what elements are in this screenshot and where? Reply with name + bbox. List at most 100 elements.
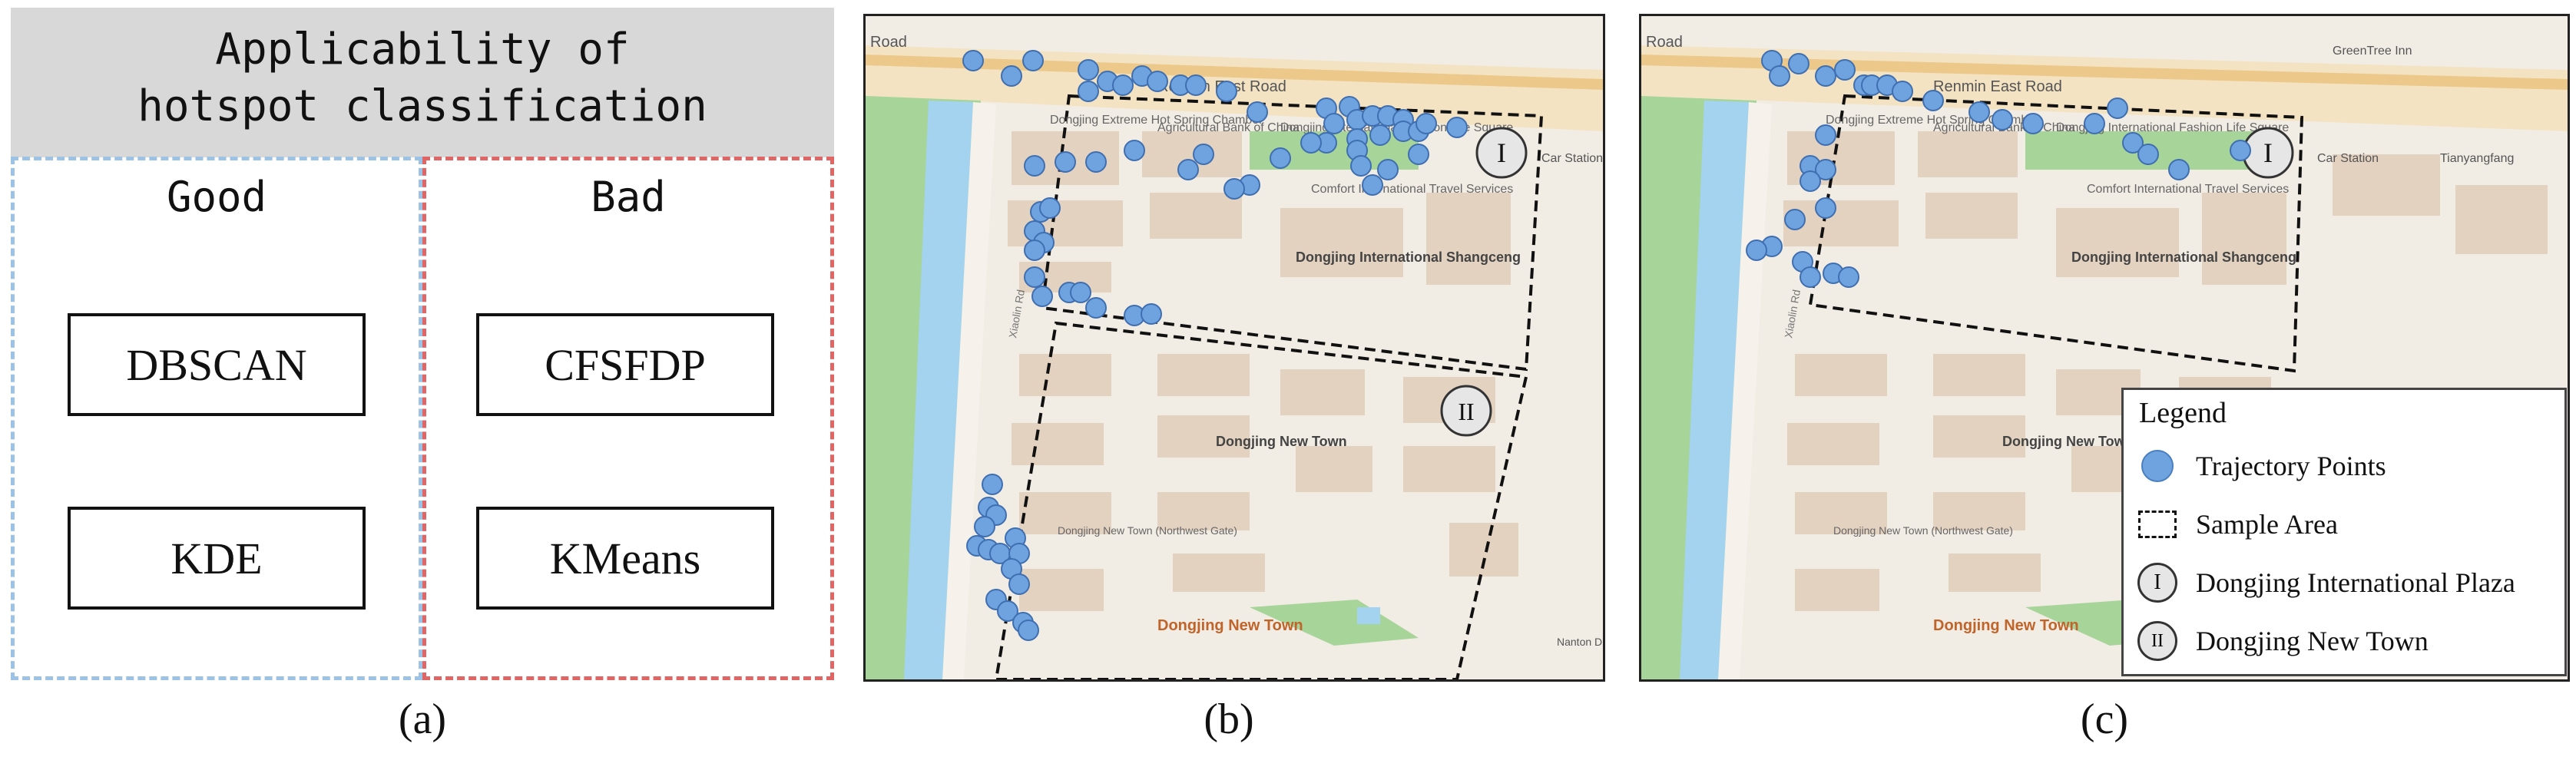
dashed-rectangle-icon [2134,501,2180,547]
trajectory-point [1922,90,1944,111]
panel-a-header [11,8,834,157]
trajectory-point [1992,109,2013,131]
trajectory-point [1216,81,1237,102]
trajectory-point [1408,144,1429,165]
bad-label: Bad [591,173,666,221]
trajectory-point [1223,178,1245,200]
trajectory-point [1022,50,1044,71]
trajectory-point [1185,74,1207,96]
legend-item-trajectory: Trajectory Points [2124,439,2569,493]
trajectory-point [1008,573,1030,595]
marker-2-b [1440,385,1492,437]
legend-label-sample-area: Sample Area [2196,509,2338,540]
legend-label-new-town: Dongjing New Town [2196,626,2429,656]
trajectory-point [1746,240,1767,261]
trajectory-point [1815,124,1836,146]
map-b-label-hot-spring: Dongjing Extreme Hot Spring Chamber [1050,114,1263,127]
trajectory-point [1018,620,1039,641]
trajectory-point [2168,159,2190,180]
trajectory-point [1784,209,1806,230]
trajectory-point [1078,81,1099,102]
trajectory-point [1369,124,1391,146]
trajectory-point [1350,155,1372,177]
trajectory-point [1085,297,1107,319]
trajectory-point [1815,65,1836,87]
map-panel-b: Road Renmin East Road Dongjing Extreme H… [863,14,1605,682]
legend-label-plaza: Dongjing International Plaza [2196,567,2515,598]
map-c-label-greentree: GreenTree Inn [2333,45,2412,58]
trajectory-point [1446,117,1468,138]
trajectory-point [1800,266,1821,288]
trajectory-point [1300,132,1322,154]
trajectory-point [1070,282,1091,303]
roman-numeral-1-icon: I [2134,560,2180,606]
trajectory-point [1968,101,1990,123]
legend-item-plaza: I Dongjing International Plaza [2124,556,2569,610]
trajectory-point [2230,140,2251,161]
legend-item-new-town: II Dongjing New Town [2124,614,2569,668]
marker-1-b [1475,127,1528,179]
trajectory-point [1800,170,1821,192]
trajectory-point [1001,65,1022,87]
method-box-dbscan: DBSCAN [68,313,366,416]
map-c-label-new-town-gate: Dongjing New Town (Northwest Gate) [1833,524,2013,537]
map-b-label-new-town-gate: Dongjing New Town (Northwest Gate) [1058,524,1237,537]
trajectory-point [1193,144,1214,165]
trajectory-point [962,50,984,71]
map-c-label-road: Road [1646,34,1683,51]
trajectory-point [2084,113,2105,134]
map-b-label-new-town-area: Dongjing New Town [1157,617,1303,634]
trajectory-point [1147,71,1168,92]
map-b-label-new-town-poi: Dongjing New Town [1216,434,1347,449]
map-c-label-new-town-poi: Dongjing New Town [2002,434,2134,449]
trajectory-point [1377,159,1399,180]
trajectory-point [1124,140,1145,161]
map-c-label-new-town-area: Dongjing New Town [1933,617,2079,634]
trajectory-point [1415,113,1437,134]
bad-methods-box [422,157,834,680]
legend: Legend Trajectory Points Sample Area I D… [2121,388,2567,676]
map-c-label-east-road: Renmin East Road [1933,78,2062,95]
trajectory-point [1362,174,1383,196]
legend-label-trajectory: Trajectory Points [2196,451,2386,481]
trajectory-point [974,516,995,537]
method-box-cfsfdp: CFSFDP [476,313,774,416]
marker-1-b-text: I [1497,137,1506,168]
trajectory-point [2022,113,2044,134]
map-b-label-nanton: Nanton Dress [1557,636,1603,648]
map-b-label-comfort: Comfort International Travel Services [1311,183,1513,196]
map-b-label-station: Car Station [1541,152,1603,165]
marker-1-c-text: I [2263,137,2273,168]
caption-c: (c) [2080,696,2129,743]
good-methods-box [11,157,422,680]
caption-b: (b) [1204,696,1254,743]
blue-dot-icon [2134,443,2180,489]
trajectory-point [982,474,1003,495]
legend-title: Legend [2139,397,2227,429]
trajectory-point [1177,159,1199,180]
trajectory-point [1055,151,1076,173]
method-box-kde: KDE [68,507,366,610]
trajectory-point [1024,266,1045,288]
trajectory-point [1024,240,1045,261]
trajectory-point [1270,147,1291,169]
map-c-label-tianyang: Tianyangfang [2440,152,2514,165]
trajectory-point [1834,59,1856,81]
map-b-label-shangceng: Dongjing International Shangceng [1296,249,1521,265]
trajectory-points-c [1746,50,2251,288]
marker-2-b-text: II [1458,398,1474,425]
map-b-canvas: Road Renmin East Road Dongjing Extreme H… [866,16,1603,679]
map-b-label-road: Road [870,34,907,51]
trajectory-point [2107,97,2128,119]
trajectory-point [1085,151,1107,173]
trajectory-points-b [962,50,1468,641]
trajectory-point [2137,144,2159,165]
trajectory-point [1323,113,1345,134]
trajectory-point [1892,81,1913,102]
caption-a: (a) [398,696,447,743]
trajectory-point [1788,53,1809,74]
map-b-label-agri-bank: Agricultural Bank of China [1157,121,1300,134]
roman-numeral-2-icon: II [2134,618,2180,664]
panel-a-title: Applicability of hotspot classification [137,25,707,131]
trajectory-point [1247,101,1268,123]
